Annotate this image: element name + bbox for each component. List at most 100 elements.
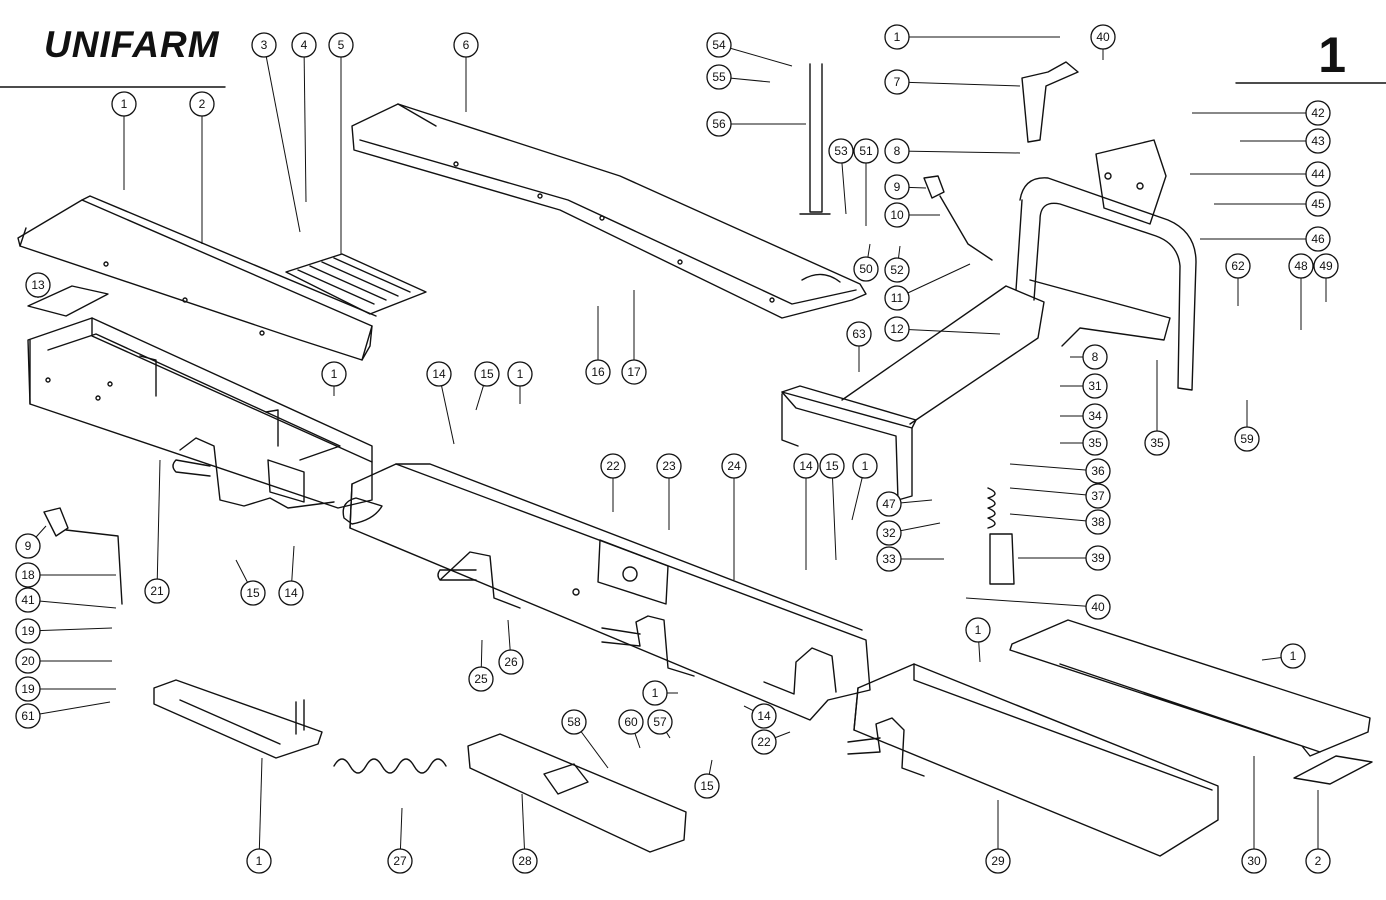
callout-bolt: 16 [585, 306, 611, 385]
callout-bubble [706, 32, 732, 58]
callout-bubble [1241, 848, 1267, 874]
callout-number: 58 [567, 715, 581, 729]
callout-pin: 48 [1288, 253, 1314, 330]
callout-bubble [15, 562, 41, 588]
leader-line [303, 44, 307, 203]
callout-bubble [853, 256, 879, 282]
callout-number: 39 [1091, 551, 1105, 565]
callout-bush: 8 [884, 138, 1021, 164]
callout-spring: 38 [1009, 509, 1111, 535]
callout-bubble [656, 453, 682, 479]
callout-bubble [852, 453, 878, 479]
spring-post [989, 533, 1015, 585]
callout-bolt: 59 [1234, 400, 1260, 452]
callout-bubble [1144, 430, 1170, 456]
sheet-number: 1 [1318, 27, 1346, 83]
callout-bubble [15, 618, 41, 644]
callout-grease-nipple: 1 [321, 361, 347, 396]
callout-bolt: 53 [828, 138, 854, 215]
callout-number: 3 [261, 38, 268, 52]
right-top-plate [1009, 619, 1371, 757]
callout-number: 61 [21, 709, 35, 723]
callout-number: 55 [712, 70, 726, 84]
right-pad [1293, 755, 1373, 785]
callout-bolt: 33 [876, 546, 944, 572]
callout-number: 8 [894, 144, 901, 158]
callout-number: 13 [31, 278, 45, 292]
callout-grease-nipple: 1 [642, 680, 678, 706]
callout-bubble [144, 578, 170, 604]
callout-split-pin: 44 [1190, 161, 1331, 187]
callout-bubble [819, 453, 845, 479]
callout-footplate: 5 [328, 32, 354, 254]
callout-bubble [884, 316, 910, 342]
callout-cable: 52 [884, 245, 910, 283]
callout-nut: 63 [846, 321, 872, 372]
callout-number: 1 [331, 367, 338, 381]
vertical-spring [987, 487, 996, 529]
callout-number: 17 [627, 365, 641, 379]
callout-bubble [15, 533, 41, 559]
callout-bubble [1305, 848, 1331, 874]
callout-right-frame: 30 [1241, 756, 1267, 874]
knob-right [923, 175, 945, 199]
callout-bubble [985, 848, 1011, 874]
callout-washer: 51 [853, 138, 879, 226]
callout-bubble [965, 617, 991, 643]
leader-line [27, 701, 111, 717]
callout-number: 30 [1247, 854, 1261, 868]
callout-number: 1 [121, 97, 128, 111]
handle-right [939, 195, 993, 261]
callout-bubble [474, 361, 500, 387]
callout-bubble [884, 202, 910, 228]
callout-bubble [884, 285, 910, 311]
callout-bubble [15, 676, 41, 702]
callout-split-pin: 61 [15, 701, 111, 729]
callout-bubble [876, 491, 902, 517]
leader-line [896, 150, 1021, 154]
coil-spring [333, 758, 447, 774]
callout-bracket: 29 [985, 800, 1011, 874]
callout-pin: 40 [965, 594, 1111, 620]
callout-bubble [1085, 458, 1111, 484]
callout-number: 50 [859, 262, 873, 276]
leader-line [1009, 513, 1099, 523]
callout-bubble [1082, 373, 1108, 399]
callout-number: 36 [1091, 464, 1105, 478]
leader-line [27, 599, 117, 609]
callout-bush: 14 [426, 361, 455, 445]
callout-bubble [512, 848, 538, 874]
callout-number: 14 [284, 586, 298, 600]
callout-bubble [1305, 191, 1331, 217]
callout-number: 1 [894, 30, 901, 44]
callout-washer: 60 [618, 709, 644, 749]
callout-number: 46 [1311, 232, 1325, 246]
callout-number: 57 [653, 715, 667, 729]
callout-bubble [15, 648, 41, 674]
callout-link: 15 [694, 759, 720, 799]
callout-grease-nipple: 1 [851, 453, 878, 521]
callout-bubble [1305, 226, 1331, 252]
callout-bubble [507, 361, 533, 387]
callout-bubble [621, 359, 647, 385]
callout-number: 1 [256, 854, 263, 868]
callout-number: 22 [757, 735, 771, 749]
handle-left [65, 529, 123, 605]
right-frame [847, 663, 1219, 857]
left-pad [27, 285, 109, 317]
callout-bubble [884, 69, 910, 95]
leader-line [965, 597, 1099, 608]
callout-bubble [853, 138, 879, 164]
callout-crank: 7 [884, 69, 1021, 95]
callout-right-top-plate: 2 [1305, 790, 1331, 874]
callout-bubble [884, 138, 910, 164]
leader-line [896, 263, 971, 299]
callout-bubble [498, 649, 524, 675]
callout-spring: 11 [884, 263, 971, 311]
callout-plug: 25 [468, 639, 494, 692]
callout-number: 12 [890, 322, 904, 336]
callout-number: 15 [700, 779, 714, 793]
callout-number: 9 [894, 180, 901, 194]
callout-number: 42 [1311, 106, 1325, 120]
